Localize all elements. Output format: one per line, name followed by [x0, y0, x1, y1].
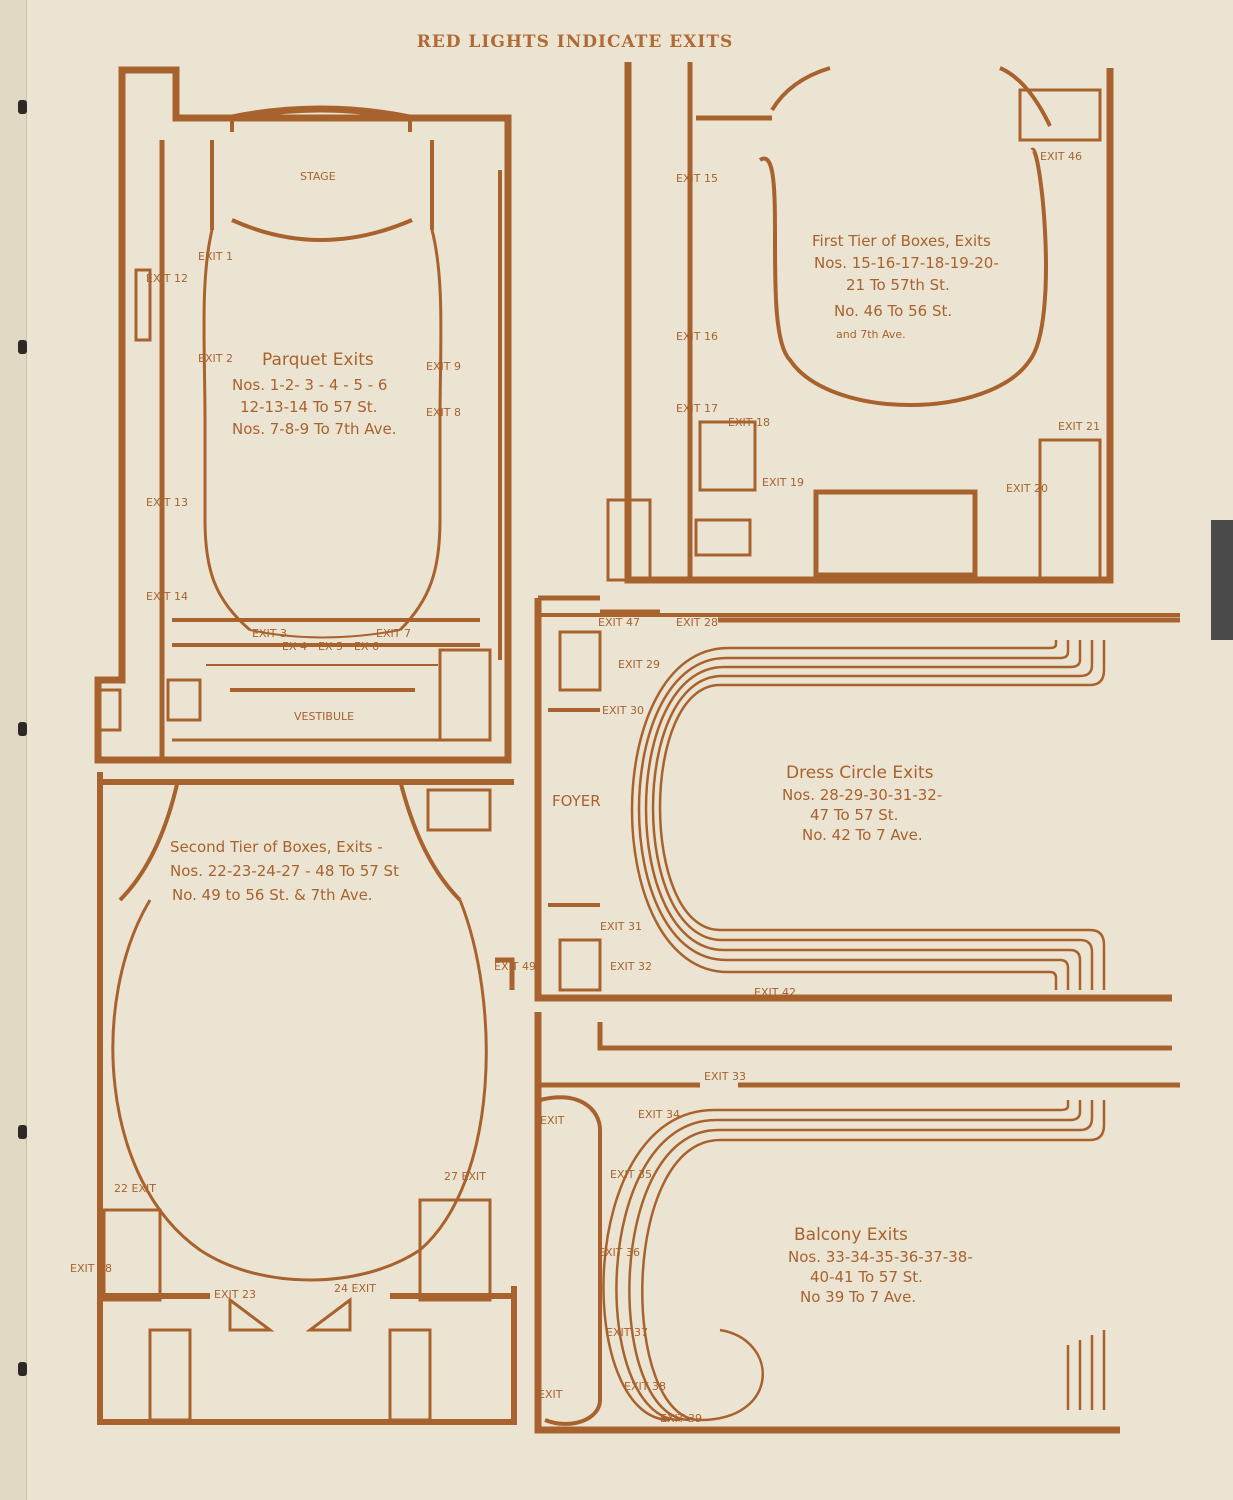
exit-label: EXIT 17 — [676, 402, 718, 415]
exit-label: EXIT 46 — [1040, 150, 1082, 163]
exit-label: EXIT 23 — [214, 1288, 256, 1301]
dress-circle-line-3: No. 42 To 7 Ave. — [802, 826, 923, 844]
exit-label: EXIT 34 — [638, 1108, 680, 1121]
exit-label: EXIT 29 — [618, 658, 660, 671]
parquet-plan — [94, 66, 512, 764]
parquet-line-2: 12-13-14 To 57 St. — [240, 398, 377, 416]
binding-edge — [0, 0, 27, 1500]
exit-label: EXIT 28 — [676, 616, 718, 629]
first-tier-plan — [606, 62, 1114, 584]
exit-label: EXIT 19 — [762, 476, 804, 489]
exit-label: EXIT 2 — [198, 352, 233, 365]
balcony-line-2: 40-41 To 57 St. — [810, 1268, 923, 1286]
exit-label: EXIT 48 — [70, 1262, 112, 1275]
balcony-line-1: Nos. 33-34-35-36-37-38- — [788, 1248, 973, 1266]
exit-label: 27 EXIT — [444, 1170, 486, 1183]
exit-label: EXIT 9 — [426, 360, 461, 373]
exit-label: EXIT 14 — [146, 590, 188, 603]
exit-label: EXIT — [540, 1114, 565, 1127]
exit-label: EXIT 18 — [728, 416, 770, 429]
exit-label: EX 5 — [318, 640, 343, 653]
exit-label: 22 EXIT — [114, 1182, 156, 1195]
exit-label: EXIT 30 — [602, 704, 644, 717]
exit-label: EXIT 15 — [676, 172, 718, 185]
exit-label: EXIT 3 — [252, 627, 287, 640]
stage-label: STAGE — [300, 170, 336, 183]
parquet-line-3: Nos. 7-8-9 To 7th Ave. — [232, 420, 397, 438]
first-tier-line-1: Nos. 15-16-17-18-19-20- — [814, 254, 999, 272]
second-tier-line-2: No. 49 to 56 St. & 7th Ave. — [172, 886, 373, 904]
exit-label: EXIT 16 — [676, 330, 718, 343]
exit-label: EXIT 20 — [1006, 482, 1048, 495]
dress-circle-plan — [534, 595, 1180, 1002]
exit-label: EXIT 13 — [146, 496, 188, 509]
exit-label: EXIT 31 — [600, 920, 642, 933]
exit-label: EXIT 1 — [198, 250, 233, 263]
parquet-line-1: Nos. 1-2- 3 - 4 - 5 - 6 — [232, 376, 387, 394]
first-tier-line-4: and 7th Ave. — [836, 328, 906, 341]
exit-label: EXIT 36 — [598, 1246, 640, 1259]
exit-label: EXIT 8 — [426, 406, 461, 419]
exit-label: EXIT 42 — [754, 986, 796, 999]
exit-label: EX 4 — [282, 640, 307, 653]
binding-hole — [18, 1362, 27, 1376]
binding-hole — [18, 340, 27, 354]
exit-label: EXIT 37 — [606, 1326, 648, 1339]
exit-label: EX 6 — [354, 640, 379, 653]
balcony-plan — [534, 1012, 1180, 1434]
second-tier-plan — [97, 772, 517, 1425]
page-heading: RED LIGHTS INDICATE EXITS — [416, 32, 734, 52]
balcony-title: Balcony Exits — [794, 1225, 908, 1245]
exit-label: EXIT 33 — [704, 1070, 746, 1083]
exit-label: EXIT 12 — [146, 272, 188, 285]
vestibule-label: VESTIBULE — [294, 710, 354, 723]
tape-strip — [1211, 520, 1233, 640]
exit-label: EXIT — [538, 1388, 563, 1401]
dress-circle-title: Dress Circle Exits — [786, 763, 934, 783]
exit-label: EXIT 21 — [1058, 420, 1100, 433]
balcony-line-3: No 39 To 7 Ave. — [800, 1288, 916, 1306]
exit-label: EXIT 39 — [660, 1412, 702, 1425]
second-tier-line-1: Nos. 22-23-24-27 - 48 To 57 St — [170, 862, 399, 880]
exit-label: EXIT 35 — [610, 1168, 652, 1181]
exit-label: 24 EXIT — [334, 1282, 376, 1295]
parquet-title: Parquet Exits — [262, 350, 374, 370]
first-tier-line-2: 21 To 57th St. — [846, 276, 950, 294]
exit-label: EXIT 7 — [376, 627, 411, 640]
binding-hole — [18, 100, 27, 114]
foyer-label: FOYER — [552, 792, 601, 810]
exit-label: EXIT 38 — [624, 1380, 666, 1393]
binding-hole — [18, 1125, 27, 1139]
second-tier-title: Second Tier of Boxes, Exits - — [170, 838, 383, 856]
dress-circle-line-1: Nos. 28-29-30-31-32- — [782, 786, 942, 804]
exit-label: EXIT 32 — [610, 960, 652, 973]
first-tier-title: First Tier of Boxes, Exits — [812, 232, 991, 250]
binding-hole — [18, 722, 27, 736]
first-tier-line-3: No. 46 To 56 St. — [834, 302, 952, 320]
exit-label: EXIT 47 — [598, 616, 640, 629]
exit-label: EXIT 49 — [494, 960, 536, 973]
dress-circle-line-2: 47 To 57 St. — [810, 806, 898, 824]
